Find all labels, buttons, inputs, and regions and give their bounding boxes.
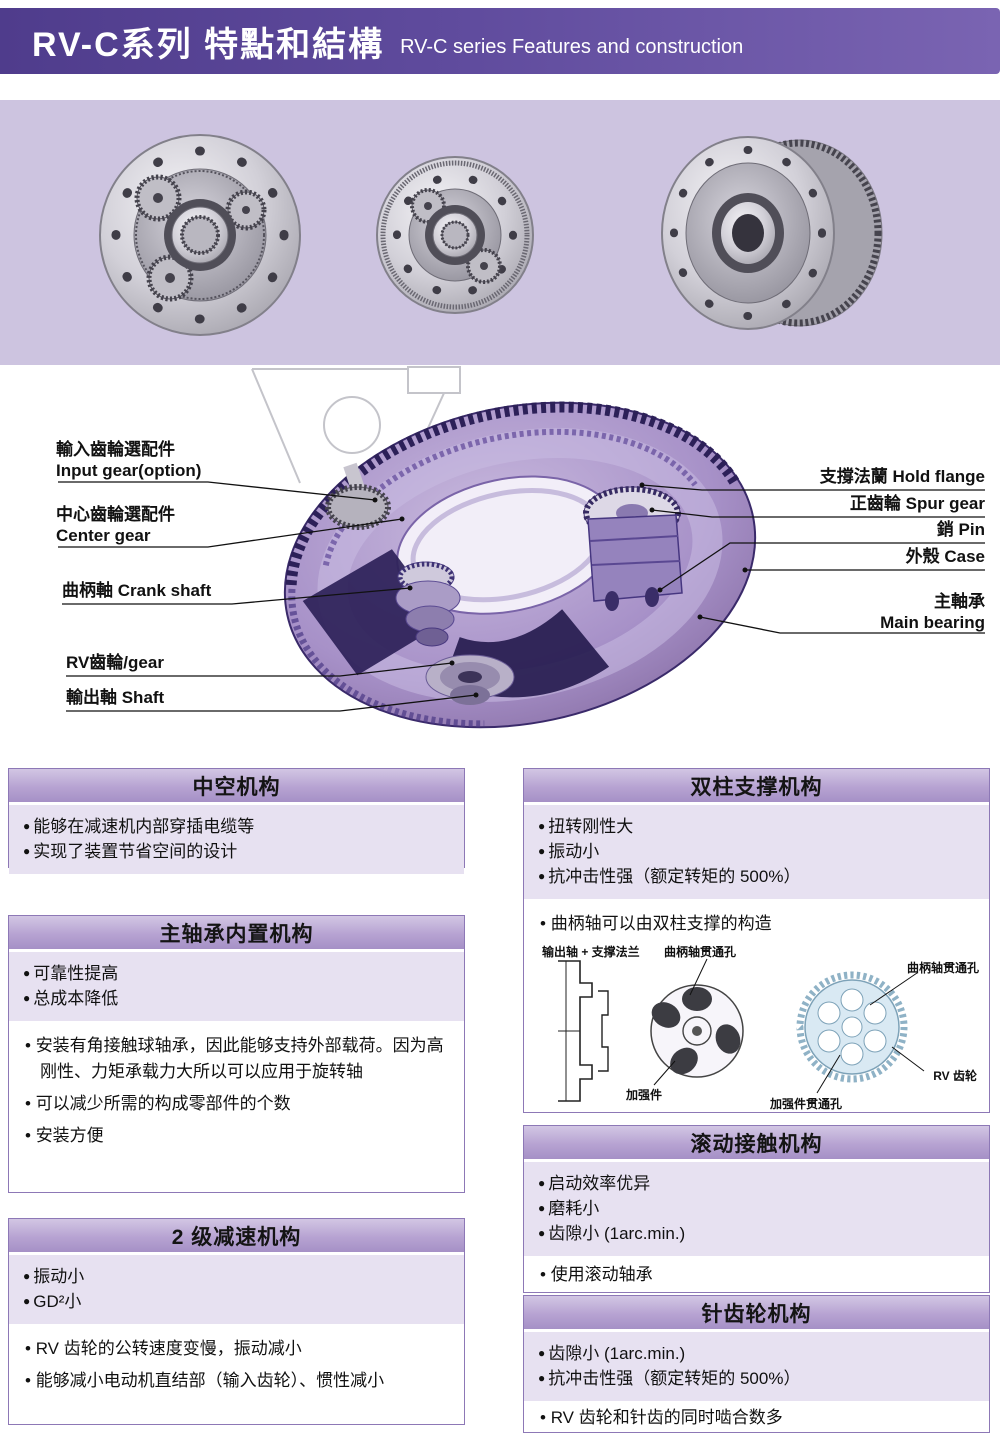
leader-dots <box>372 482 748 698</box>
label-case: 外殼 Case <box>905 547 985 566</box>
feature-box-title: 双柱支撑机构 <box>524 769 989 802</box>
feature-box-hollow: 中空机构 能够在减速机内部穿插电缆等 实现了装置节省空间的设计 <box>8 768 465 874</box>
note-item: 能够减小电动机直结部（输入齿轮）、惯性减小 <box>25 1368 454 1394</box>
note-list: 安装有角接触球轴承，因此能够支持外部载荷。因为高刚性、力矩承载力大所以可以应用于… <box>9 1021 464 1161</box>
highlight-list: 启动效率优异 磨耗小 齿隙小 (1arc.min.) <box>524 1162 989 1256</box>
reducer-body <box>283 401 757 729</box>
label-cn: 輸入齒輪選配件 <box>56 440 175 459</box>
bullet-item: GD²小 <box>23 1289 452 1314</box>
bullet-item: 抗冲击性强（额定转矩的 500%） <box>538 1366 977 1391</box>
bullet-item: 总成本降低 <box>23 986 452 1011</box>
label-en: Center gear <box>56 526 151 545</box>
note-item: 曲柄轴可以由双柱支撑的构造 <box>540 911 979 937</box>
mini-label-crank-hole-right: 曲柄轴贯通孔 <box>906 961 979 975</box>
mini-label-reinforce: 加强件 <box>626 1088 663 1102</box>
product-photo-band <box>0 100 1000 365</box>
planet-gear <box>466 248 502 284</box>
note-list: 曲柄轴可以由双柱支撑的构造 <box>524 899 989 937</box>
mini-label-crank-hole-top: 曲柄轴贯通孔 <box>664 945 737 959</box>
bullet-item: 振动小 <box>23 1264 452 1289</box>
feature-box-two-stage: 2 级减速机构 振动小 GD²小 RV 齿轮的公转速度变慢，振动减小 能够减小电… <box>8 1218 465 1425</box>
note-item: 可以减少所需的构成零部件的个数 <box>25 1091 454 1117</box>
note-list: 使用滚动轴承 <box>524 1256 989 1300</box>
bullet-item: 抗冲击性强（额定转矩的 500%） <box>538 864 977 889</box>
label-en: Input gear(option) <box>56 461 202 480</box>
label-input-gear: 輸入齒輪選配件 Input gear(option) <box>56 439 201 481</box>
highlight-list: 能够在减速机内部穿插电缆等 实现了装置节省空间的设计 <box>9 805 464 874</box>
bullet-item: 齿隙小 (1arc.min.) <box>538 1221 977 1246</box>
highlight-list: 齿隙小 (1arc.min.) 抗冲击性强（额定转矩的 500%） <box>524 1332 989 1401</box>
output-shaft <box>425 654 515 705</box>
note-item: RV 齿轮和针齿的同时啮合数多 <box>540 1405 979 1431</box>
feature-box-title: 滚动接触机构 <box>524 1126 989 1159</box>
label-en: Main bearing <box>880 613 985 632</box>
feature-box-title: 针齿轮机构 <box>524 1296 989 1329</box>
planet-gear <box>225 189 267 231</box>
bullet-item: 实现了装置节省空间的设计 <box>23 839 452 864</box>
reinforce-plate <box>650 984 744 1078</box>
note-item: 安装方便 <box>25 1123 454 1149</box>
gear-unit-angled <box>661 136 883 330</box>
highlight-list: 可靠性提高 总成本降低 <box>9 952 464 1021</box>
label-center-gear: 中心齒輪選配件 Center gear <box>56 504 175 546</box>
bullet-item: 可靠性提高 <box>23 961 452 986</box>
bullet-item: 能够在减速机内部穿插电缆等 <box>23 814 452 839</box>
label-cn: 主軸承 <box>934 592 985 611</box>
label-pin: 銷 Pin <box>936 520 985 539</box>
page-title-en: RV-C series Features and construction <box>400 35 744 58</box>
feature-box-rolling-contact: 滚动接触机构 启动效率优异 磨耗小 齿隙小 (1arc.min.) 使用滚动轴承 <box>523 1125 990 1293</box>
ghost-input-shaft <box>251 366 461 486</box>
gear-unit-front-large <box>99 134 301 336</box>
note-list: RV 齿轮的公转速度变慢，振动减小 能够减小电动机直结部（输入齿轮）、惯性减小 <box>9 1324 464 1406</box>
bullet-item: 启动效率优异 <box>538 1171 977 1196</box>
product-photos-illustration <box>99 134 883 336</box>
label-output-shaft: 輸出軸 Shaft <box>66 688 165 707</box>
double-column-mini-diagram: 输出轴 + 支撑法兰 曲柄轴贯通孔 曲柄轴贯通孔 RV 齿轮 加强件 加强件贯通… <box>532 943 981 1115</box>
bullet-item: 扭转刚性大 <box>538 814 977 839</box>
feature-box-title: 中空机构 <box>9 769 464 802</box>
feature-box-double-column: 双柱支撑机构 扭转刚性大 振动小 抗冲击性强（额定转矩的 500%） 曲柄轴可以… <box>523 768 990 1113</box>
leader-lines <box>58 481 985 712</box>
note-list: RV 齿轮和针齿的同时啮合数多 <box>524 1401 989 1443</box>
note-item: RV 齿轮的公转速度变慢，振动减小 <box>25 1336 454 1362</box>
note-item: 安装有角接触球轴承，因此能够支持外部载荷。因为高刚性、力矩承载力大所以可以应用于… <box>25 1033 454 1085</box>
page-title-cn: RV-C系列 特點和結構 <box>32 25 385 64</box>
gear-unit-front-small <box>376 156 534 314</box>
feature-box-main-bearing: 主轴承内置机构 可靠性提高 总成本降低 安装有角接触球轴承，因此能够支持外部载荷… <box>8 915 465 1193</box>
crank-shaft-assembly <box>395 561 461 647</box>
feature-box-title: 主轴承内置机构 <box>9 916 464 949</box>
rv-gear-disc <box>796 971 908 1083</box>
bullet-item: 磨耗小 <box>538 1196 977 1221</box>
note-item: 使用滚动轴承 <box>540 1262 979 1288</box>
label-hold-flange: 支撐法蘭 Hold flange <box>819 467 985 486</box>
mini-diagram-drawing <box>558 958 925 1102</box>
page-header: RV-C系列 特點和結構 RV-C series Features and co… <box>0 8 1000 74</box>
bullet-item: 齿隙小 (1arc.min.) <box>538 1341 977 1366</box>
highlight-list: 扭转刚性大 振动小 抗冲击性强（额定转矩的 500%） <box>524 805 989 899</box>
cutaway-illustration <box>58 366 985 729</box>
feature-box-pin-gear: 针齿轮机构 齿隙小 (1arc.min.) 抗冲击性强（额定转矩的 500%） … <box>523 1295 990 1433</box>
label-rv-gear: RV齒輪/gear <box>66 653 164 672</box>
mini-label-output-shaft: 输出轴 + 支撑法兰 <box>542 945 640 959</box>
section-sketch <box>558 960 609 1102</box>
highlight-list: 振动小 GD²小 <box>9 1255 464 1324</box>
feature-box-title: 2 级减速机构 <box>9 1219 464 1252</box>
bullet-item: 振动小 <box>538 839 977 864</box>
label-main-bearing: 主軸承 Main bearing <box>880 591 985 633</box>
cutaway-diagram-section: 輸入齒輪選配件 Input gear(option) 中心齒輪選配件 Cente… <box>0 365 1000 765</box>
label-spur-gear: 正齒輪 Spur gear <box>849 494 985 513</box>
planet-gear <box>146 254 194 302</box>
planet-gear <box>134 174 182 222</box>
pointer-lines <box>653 958 925 1094</box>
label-cn: 中心齒輪選配件 <box>56 505 175 524</box>
mini-label-rv-gear: RV 齿轮 <box>933 1069 977 1083</box>
mini-label-reinforce-hole: 加强件贯通孔 <box>770 1097 843 1111</box>
label-crank-shaft: 曲柄軸 Crank shaft <box>62 581 212 600</box>
spur-gear-assembly <box>583 486 683 611</box>
